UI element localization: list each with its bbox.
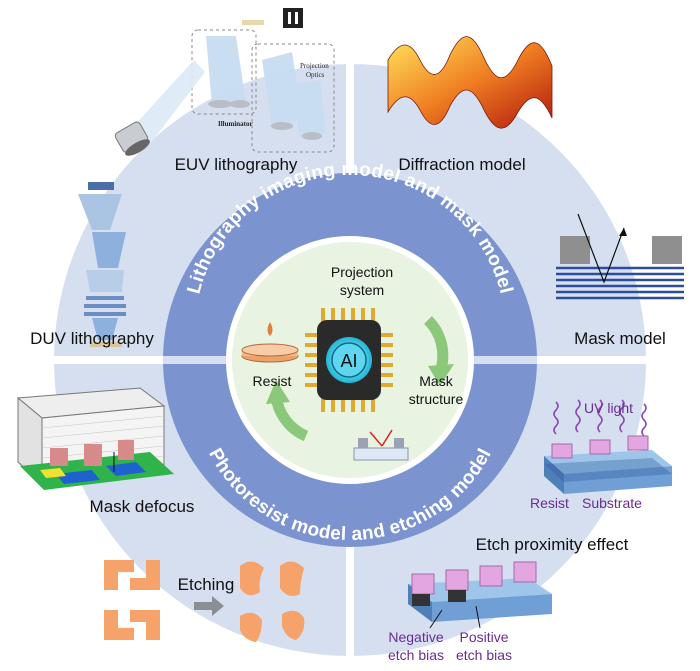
mask-model-illustration xyxy=(556,213,684,300)
uv-light-label: UV light xyxy=(584,400,633,416)
euv-lithography-label: EUV lithography xyxy=(175,155,298,174)
duv-lithography-label: DUV lithography xyxy=(30,329,154,348)
positive-etch-bias-line1: Positive xyxy=(459,629,508,645)
cycle-arrow-right-icon xyxy=(423,316,454,386)
ai-chip-label: AI xyxy=(340,351,357,371)
uv-light-illustration xyxy=(544,399,672,494)
resist-inset-label: Resist xyxy=(530,495,569,511)
etch-pattern-after xyxy=(240,561,305,642)
mask-structure-icon xyxy=(353,429,409,461)
projection-optics-label-line2: Optics xyxy=(306,71,325,79)
etching-illustration xyxy=(104,560,305,642)
projection-optics-box xyxy=(251,43,335,153)
inner-disk: Projection system Mask structure Resist xyxy=(226,236,474,484)
projection-system-label-line1: Projection xyxy=(331,264,393,280)
illuminator-label: Illuminator xyxy=(218,120,253,128)
mask-structure-label-line1: Mask xyxy=(419,373,453,389)
negative-etch-bias-line1: Negative xyxy=(388,629,443,645)
illuminator-box xyxy=(191,29,257,115)
mask-defocus-illustration xyxy=(16,387,174,490)
euv-source-icon xyxy=(114,121,150,156)
projection-optics-label-line1: Projection xyxy=(300,62,329,70)
duv-illustration xyxy=(78,182,126,347)
substrate-inset-label: Substrate xyxy=(582,495,642,511)
projection-system-label-line2: system xyxy=(340,282,384,298)
ai-chip-icon xyxy=(305,308,393,412)
etching-arrow-icon xyxy=(194,596,224,616)
mask-defocus-label: Mask defocus xyxy=(90,497,195,516)
negative-etch-bias-line2: etch bias xyxy=(388,647,444,663)
etch-pattern-before xyxy=(104,560,160,640)
mask-structure-label-line2: structure xyxy=(409,391,464,407)
cycle-arrow-left-icon xyxy=(266,380,309,442)
mask-model-label: Mask model xyxy=(574,329,666,348)
euv-illustration: Illuminator Projection Optics xyxy=(114,8,335,156)
uv-wave-icon xyxy=(553,399,647,437)
diffraction-model-label: Diffraction model xyxy=(398,155,525,174)
etch-bias-illustration xyxy=(408,561,552,629)
positive-etch-bias-line2: etch bias xyxy=(456,647,512,663)
etching-label: Etching xyxy=(178,575,235,594)
pause-icon xyxy=(283,8,303,28)
diffraction-illustration xyxy=(387,36,553,129)
resist-dish-icon xyxy=(241,322,299,363)
etch-proximity-effect-label: Etch proximity effect xyxy=(476,535,629,554)
resist-label: Resist xyxy=(253,373,292,389)
